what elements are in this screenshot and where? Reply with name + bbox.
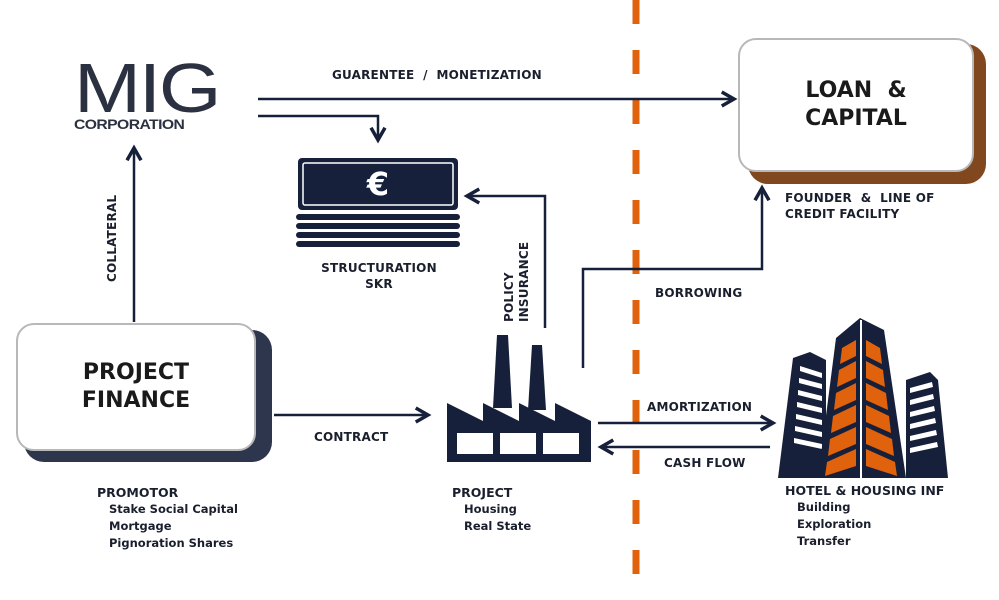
project-caption: PROJECT Housing Real State	[452, 484, 531, 535]
project-finance-box[interactable]: PROJECT FINANCE	[16, 323, 256, 451]
founder-line-1: FOUNDER & LINE OF	[785, 191, 935, 205]
mig-to-skr-arrow	[258, 114, 378, 140]
founder-line-2: CREDIT FACILITY	[785, 207, 900, 221]
promotor-item: Pignoration Shares	[109, 536, 234, 550]
promotor-heading: PROMOTOR	[97, 485, 179, 500]
promotor-item: Mortgage	[109, 519, 172, 533]
loan-capital-line-1: LOAN &	[805, 78, 907, 103]
hotel-heading: HOTEL & HOUSING INF	[785, 483, 945, 498]
guarantee-monetization-label: GUARENTEE / MONETIZATION	[332, 68, 542, 82]
borrowing-arrow	[581, 188, 762, 368]
contract-label: CONTRACT	[314, 430, 389, 444]
project-item: Real State	[464, 519, 532, 533]
loan-capital-line-2: CAPITAL	[805, 106, 907, 131]
loan-capital-box[interactable]: LOAN & CAPITAL	[738, 38, 974, 172]
insurance-label: INSURANCE	[517, 241, 531, 322]
policy-insurance-label: POLICY INSURANCE	[502, 242, 532, 322]
project-item: Housing	[464, 502, 517, 516]
collateral-label: COLLATERAL	[105, 194, 119, 282]
hotel-item: Exploration	[797, 517, 872, 531]
structuration-line-1: STRUCTURATION	[321, 261, 437, 275]
project-finance-line-1: PROJECT	[82, 360, 190, 385]
factory-icon	[447, 335, 591, 462]
project-finance-line-2: FINANCE	[81, 388, 191, 413]
policy-insurance-arrow	[467, 196, 547, 328]
city-buildings-icon	[778, 318, 948, 478]
structuration-line-2: SKR	[365, 277, 393, 291]
promotor-caption: PROMOTOR Stake Social Capital Mortgage P…	[97, 484, 238, 552]
cash-flow-label: CASH FLOW	[664, 456, 746, 470]
logo-corporation-text: CORPORATION	[74, 116, 185, 132]
borrowing-label: BORROWING	[655, 286, 743, 300]
amortization-label: AMORTIZATION	[647, 400, 753, 414]
mig-corporation-logo: MIG CORPORATION	[72, 49, 232, 138]
project-heading: PROJECT	[452, 485, 513, 500]
euro-banknote-stack-icon	[296, 158, 460, 247]
logo-mig-text: MIG	[74, 49, 221, 127]
promotor-item: Stake Social Capital	[109, 502, 238, 516]
policy-label: POLICY	[502, 272, 516, 322]
founder-caption: FOUNDER & LINE OF CREDIT FACILITY	[785, 190, 935, 222]
structuration-caption: STRUCTURATION SKR	[318, 260, 440, 292]
hotel-item: Building	[797, 500, 851, 514]
hotel-item: Transfer	[797, 534, 851, 548]
euro-symbol: €	[366, 165, 390, 203]
hotel-caption: HOTEL & HOUSING INF Building Exploration…	[785, 482, 944, 550]
